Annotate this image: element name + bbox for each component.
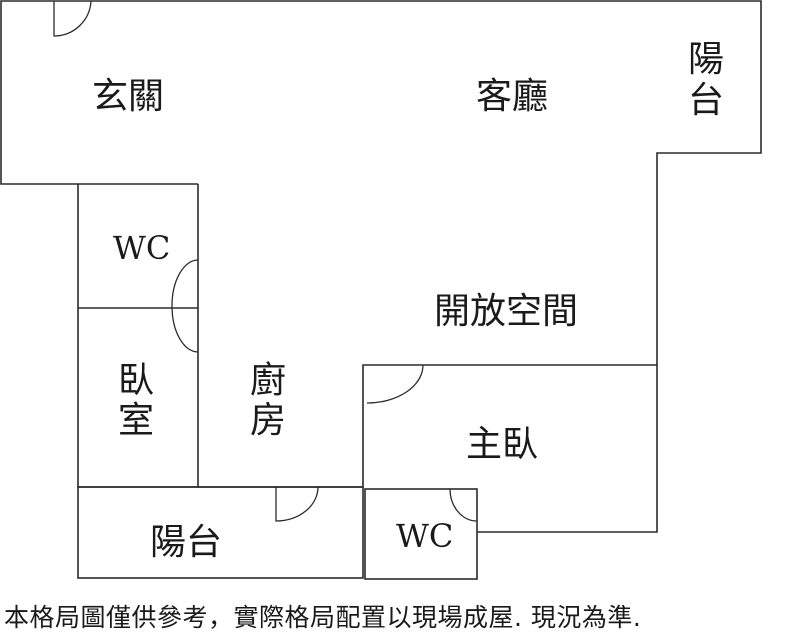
balcony-bottom-wall xyxy=(77,486,364,579)
label-balcony-top-2: 台 xyxy=(688,80,724,121)
label-entrance: 玄關 xyxy=(92,76,164,117)
label-wc-bottom: WC xyxy=(396,517,453,555)
label-living-room: 客廳 xyxy=(476,76,548,117)
entrance-door-arc xyxy=(53,0,92,37)
label-kitchen-1: 廚 xyxy=(250,360,286,401)
master-door-arc xyxy=(366,364,424,404)
label-balcony-top-1: 陽 xyxy=(688,39,724,80)
wc-bottom-wall xyxy=(364,488,478,580)
label-master-bedroom: 主臥 xyxy=(466,424,538,465)
label-wc-left: WC xyxy=(113,229,170,267)
disclaimer-text: 本格局圖僅供參考，實際格局配置以現場成屋. 現況為準. xyxy=(4,603,642,632)
wc-bottom-door-arc xyxy=(449,488,478,522)
label-open-space: 開放空間 xyxy=(434,291,578,332)
balcony-door-arc xyxy=(275,486,319,522)
label-kitchen-2: 房 xyxy=(250,400,286,441)
label-bedroom-1: 臥 xyxy=(118,360,154,401)
balcony-top-wall xyxy=(656,0,762,365)
wc-door-arc xyxy=(171,259,199,353)
label-balcony-bottom: 陽台 xyxy=(150,522,222,563)
label-bedroom-2: 室 xyxy=(118,400,154,441)
